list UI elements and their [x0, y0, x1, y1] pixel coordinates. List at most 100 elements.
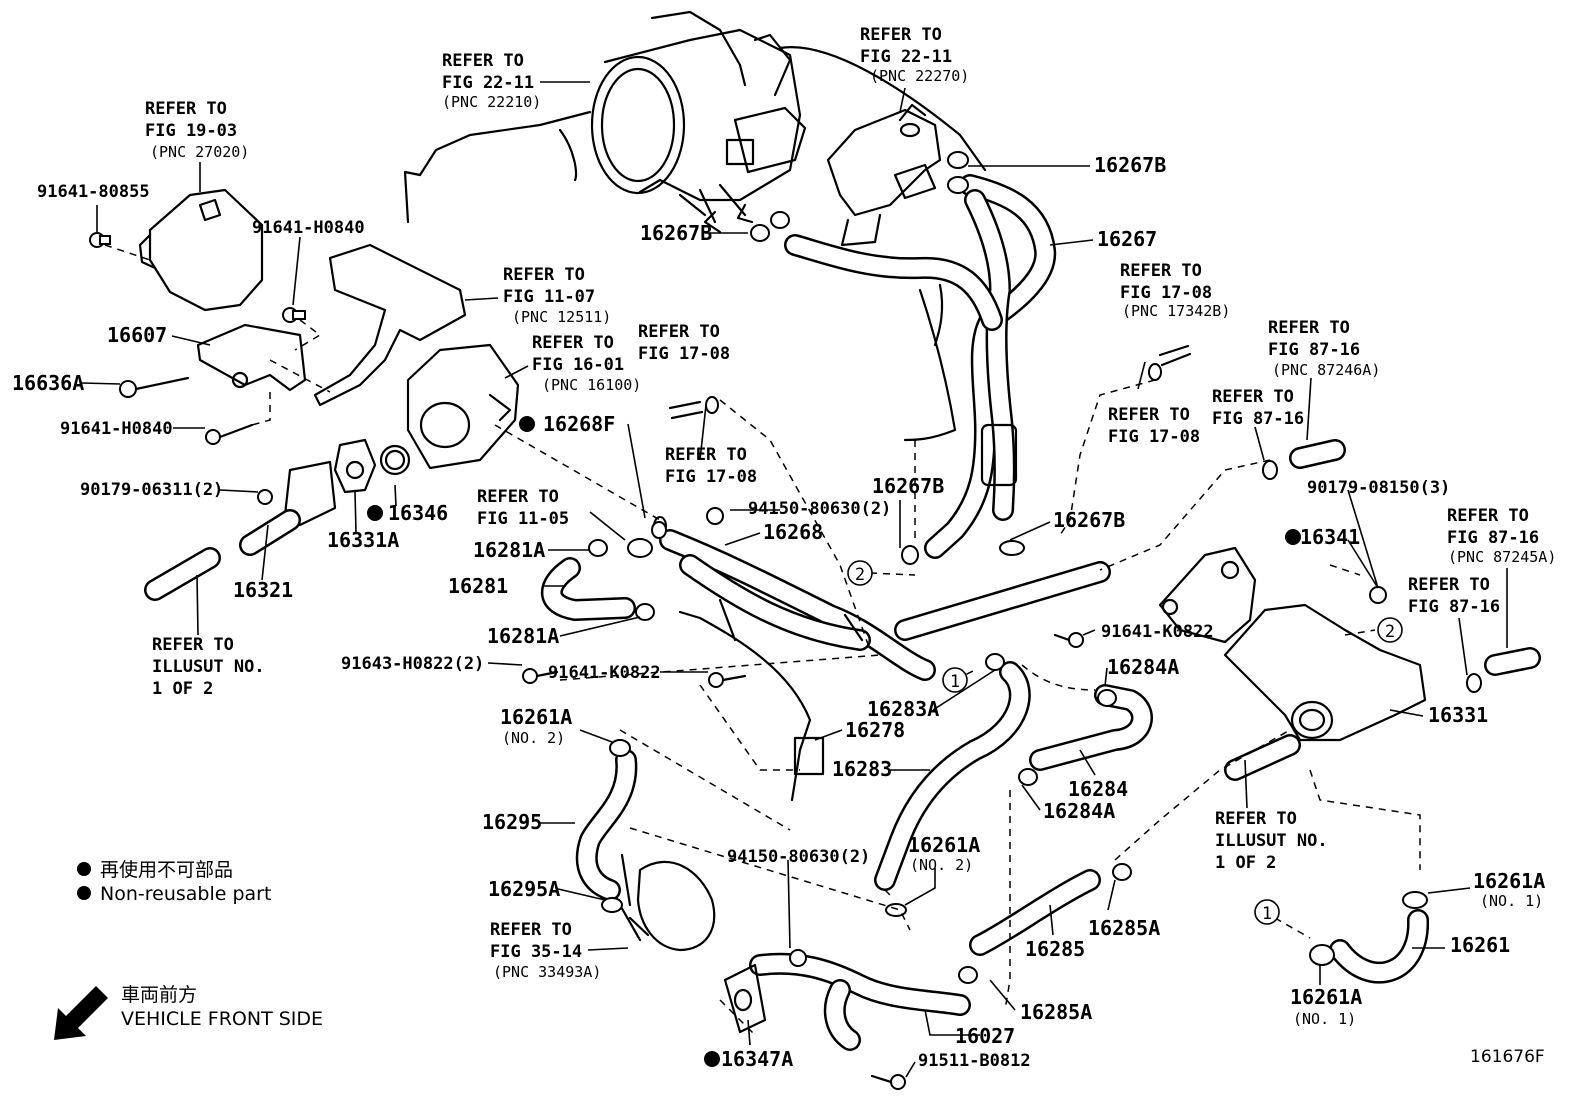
label-ref-fig87-16-a: (PNC 87246A) [1272, 361, 1380, 379]
label-p-16331A: 16331A [327, 528, 399, 552]
label-p-16267: 16267 [1097, 227, 1157, 251]
label-p-16281A-b: 16281A [487, 624, 559, 648]
label-p-16321: 16321 [233, 578, 293, 602]
legend-dot-jp [77, 862, 91, 876]
pipe-16027 [723, 952, 971, 1051]
label-ref-fig17-08-c: FIG 17-08 [1108, 427, 1200, 447]
label-ref-fig17-08-b: (PNC 17342B) [1122, 302, 1230, 320]
label-p-91641-H0840-b: 91641-H0840 [60, 419, 173, 439]
label-ref-fig87-16-b: FIG 87-16 [1212, 409, 1304, 429]
label-p-16261A-no1-a: 16261A [1473, 869, 1545, 893]
label-p-16607: 16607 [107, 323, 167, 347]
front-label-jp: 車両前方 [121, 984, 197, 1006]
bolt-91641-80855 [89, 232, 111, 248]
idle-air-control-valve [826, 103, 942, 247]
label-ref-fig17-08-d: REFER TO [665, 445, 747, 465]
label-p-90179-08150: 90179-08150(3) [1307, 478, 1450, 498]
label-p-91641-80855: 91641-80855 [37, 182, 150, 202]
nut-94150-80630-a [706, 507, 724, 525]
legend-nonreusable-jp: 再使用不可部品 [100, 859, 233, 881]
thermostat [333, 438, 377, 494]
label-p-16261: 16261 [1450, 933, 1510, 957]
label-ref-illust-left: ILLUSUT NO. [152, 657, 265, 677]
label-ref-fig11-07: (PNC 12511) [512, 308, 611, 326]
hose-16284 [1029, 684, 1153, 771]
label-p-90179-06311: 90179-06311(2) [80, 480, 223, 500]
label-ref-illust-right: 1 OF 2 [1215, 853, 1276, 873]
legend: 再使用不可部品 Non-reusable part [77, 859, 271, 905]
label-p-16278: 16278 [845, 718, 905, 742]
pipe-16268 [659, 529, 1111, 681]
hose-16261 [1329, 909, 1429, 984]
label-ref-illust-left: 1 OF 2 [152, 679, 213, 699]
label-p-16281A-a: 16281A [473, 538, 545, 562]
label-p-91511-B0812: 91511-B0812 [918, 1051, 1031, 1071]
circle-marker-1-b: 1 [1254, 899, 1280, 925]
non-reusable-dots [367, 416, 1301, 1067]
throttle-body [590, 10, 807, 234]
label-p-16284A-b: 16284A [1043, 799, 1115, 823]
label-ref-fig19-03: REFER TO [145, 99, 227, 119]
fasteners [89, 232, 1387, 1090]
hose-16267 [784, 174, 1057, 559]
label-ref-fig87-16-c: FIG 87-16 [1447, 528, 1539, 548]
label-ref-fig22-11-valve: (PNC 22270) [870, 67, 969, 85]
label-p-91641-K0822-a: 91641-K0822 [548, 663, 661, 683]
gasket-16341 [1158, 546, 1257, 644]
label-ref-fig11-05: REFER TO [477, 487, 559, 507]
label-ref-fig16-01: (PNC 16100) [542, 376, 641, 394]
label-p-16261A-no2-b: (NO. 2) [910, 856, 973, 874]
nut-90179-06311 [257, 489, 273, 505]
oring-16268F [651, 521, 667, 539]
label-p-91641-H0840-a: 91641-H0840 [252, 218, 365, 238]
label-ref-fig22-11-throttle: FIG 22-11 [442, 73, 534, 93]
water-inlet [379, 343, 520, 476]
label-p-94150-80630-a: 94150-80630(2) [748, 499, 891, 519]
label-p-91641-K0822-b: 91641-K0822 [1101, 622, 1214, 642]
label-p-16285A-a: 16285A [1088, 916, 1160, 940]
bolt-91641-K0822-b [1053, 632, 1084, 648]
label-p-16284A-a: 16284A [1107, 655, 1179, 679]
legend-dot-en [77, 886, 91, 900]
front-label-en: VEHICLE FRONT SIDE [121, 1008, 323, 1030]
label-ref-fig87-16-b: REFER TO [1212, 387, 1294, 407]
label-ref-illust-left: REFER TO [152, 635, 234, 655]
label-p-16267B-a: 16267B [1094, 153, 1166, 177]
svg-text:2: 2 [855, 565, 865, 585]
vehicle-front-indicator: 車両前方 VEHICLE FRONT SIDE [54, 984, 323, 1040]
label-ref-fig35-14: FIG 35-14 [490, 942, 582, 962]
label-p-16295A: 16295A [488, 877, 560, 901]
leader-lines [81, 81, 1508, 1078]
label-p-16281: 16281 [448, 574, 508, 598]
label-ref-fig35-14: (PNC 33493A) [493, 963, 601, 981]
label-p-16267B-d: 16267B [1053, 508, 1125, 532]
label-p-94150-80630-b: 94150-80630(2) [727, 847, 870, 867]
nut-90179-08150 [1369, 586, 1387, 604]
legend-nonreusable-en: Non-reusable part [100, 883, 271, 905]
bolt-91643-H0822 [522, 668, 559, 684]
label-ref-fig17-08-b: REFER TO [1120, 261, 1202, 281]
bolt-91641-H0840-a [282, 307, 306, 323]
label-p-16268: 16268 [763, 520, 823, 544]
hose-16281 [540, 557, 636, 621]
label-ref-fig87-16-a: REFER TO [1268, 318, 1350, 338]
label-p-16284: 16284 [1068, 777, 1128, 801]
cooler-35-14 [618, 853, 716, 952]
label-p-16027: 16027 [955, 1024, 1015, 1048]
circle-marker-1-a: 1 [942, 667, 968, 693]
label-ref-fig17-08-d: FIG 17-08 [665, 467, 757, 487]
